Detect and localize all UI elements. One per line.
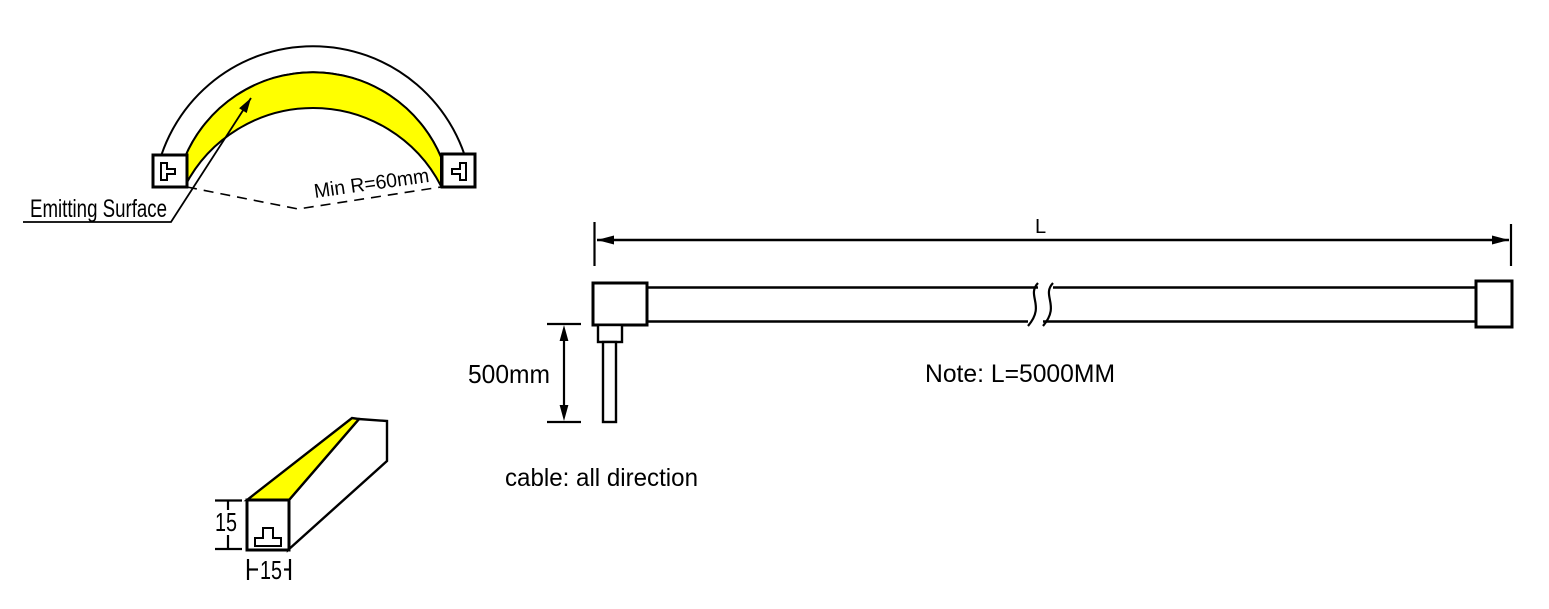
strip-end-cap-left	[591, 281, 649, 327]
emitting-surface-label: Emitting Surface	[30, 195, 167, 223]
break-symbol-right-curve	[1042, 282, 1054, 327]
cable	[601, 340, 618, 424]
break-symbol-left-curve	[1027, 282, 1039, 327]
cable-dim-arrowhead-bottom-icon	[559, 405, 569, 421]
radius-dashed-lines	[186, 186, 442, 210]
section-width-label: 15	[260, 555, 282, 585]
cable-direction-label: cable: all direction	[505, 464, 698, 492]
cable-dim-arrowhead-top-icon	[559, 325, 569, 341]
bend-end-cap-left	[151, 153, 189, 189]
end-cap-profile-right-icon	[451, 162, 467, 181]
length-note-label: Note: L=5000MM	[925, 360, 1115, 388]
length-label: L	[1035, 216, 1046, 238]
end-cap-profile-left-icon	[160, 162, 176, 181]
cable-connector	[596, 323, 624, 344]
strip-end-cap-right	[1474, 279, 1514, 329]
bent-strip-view: Emitting Surface Min R=60mm	[23, 45, 477, 223]
emitting-surface-leader-line	[23, 97, 252, 223]
leader-arrowhead-icon	[239, 98, 251, 113]
length-arrowhead-left-icon	[597, 235, 614, 245]
cross-section-view: 15 15	[215, 416, 389, 585]
cable-length-label: 500mm	[468, 359, 550, 389]
strip-length-view: L 500mm Note: L=5000MM cable: all dir	[468, 216, 1514, 492]
section-height-label: 15	[215, 507, 237, 537]
length-arrowhead-right-icon	[1492, 235, 1509, 245]
section-profile-icon	[254, 527, 282, 547]
